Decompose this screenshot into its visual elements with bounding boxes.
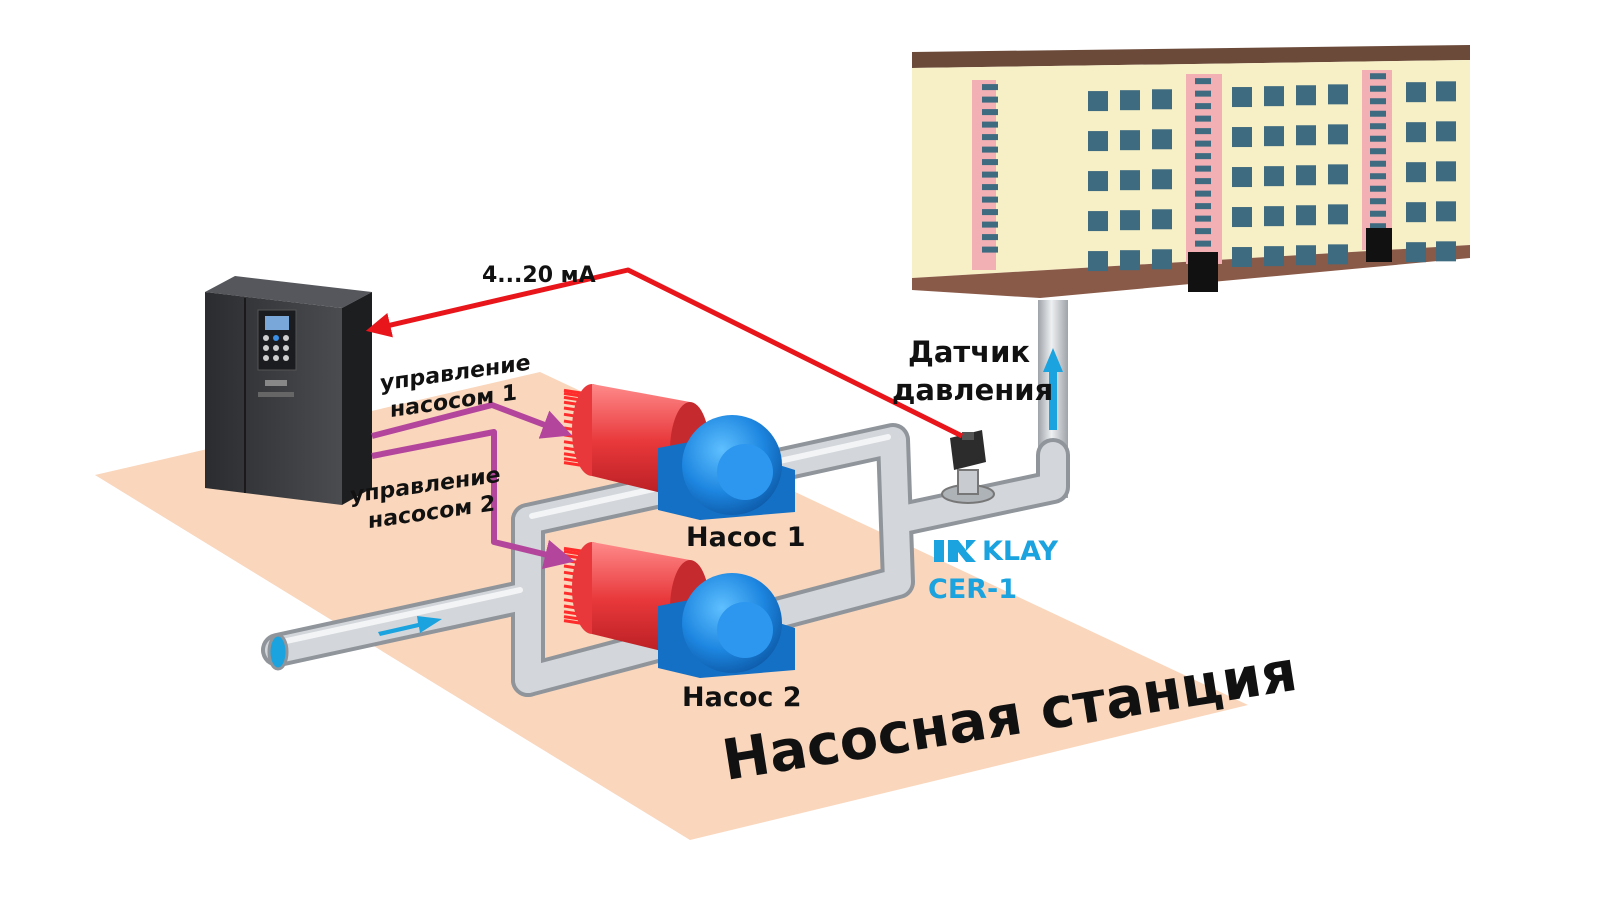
model-label: CER-1 bbox=[928, 574, 1017, 605]
flow-arrow-icon bbox=[378, 616, 442, 636]
signal-label: 4...20 мА bbox=[482, 263, 596, 288]
flow-arrow-icon bbox=[1043, 348, 1063, 430]
signal-line bbox=[365, 267, 964, 439]
brand-label: KLAY bbox=[982, 536, 1058, 567]
centrifugal-pump-icon bbox=[563, 542, 795, 678]
pump-1-label: Насос 1 bbox=[686, 522, 806, 553]
building-windows bbox=[982, 73, 1456, 272]
pressure-sensor-icon bbox=[941, 430, 995, 504]
inverter-keypad bbox=[263, 335, 289, 361]
centrifugal-pump-icon bbox=[563, 384, 795, 520]
sensor-label-line-1: Датчик bbox=[908, 335, 1030, 369]
pump-2-label: Насос 2 bbox=[682, 682, 802, 713]
inlet-pipe-end bbox=[267, 633, 289, 671]
klay-logo-icon bbox=[934, 540, 976, 562]
sensor-label-line-2: давления bbox=[892, 373, 1053, 407]
apartment-building-icon bbox=[912, 45, 1470, 298]
control-line-pump-1 bbox=[371, 402, 573, 439]
control-line-pump-2 bbox=[371, 429, 575, 570]
frequency-inverter-icon bbox=[205, 276, 372, 505]
